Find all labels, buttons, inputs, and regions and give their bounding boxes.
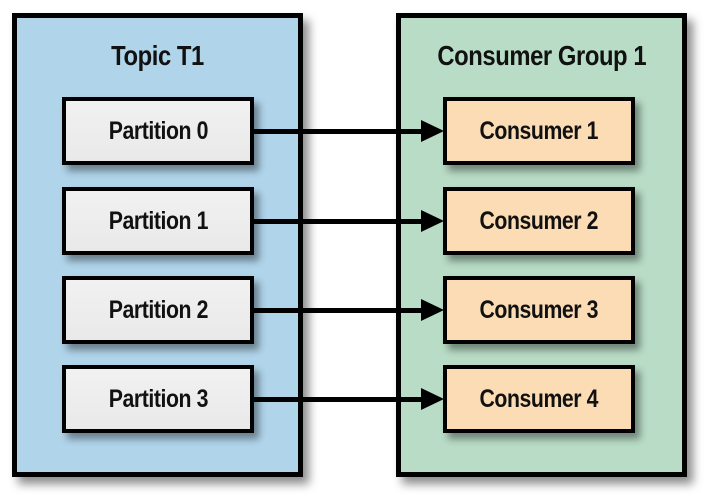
partition-1-box: Partition 1 bbox=[62, 187, 254, 255]
consumer-4-box: Consumer 4 bbox=[443, 365, 635, 433]
partition-0-box: Partition 0 bbox=[62, 97, 254, 165]
partition-2-label: Partition 2 bbox=[108, 295, 208, 324]
consumer-1-label: Consumer 1 bbox=[479, 116, 599, 145]
arrow-shaft bbox=[254, 219, 426, 224]
partition-1-label: Partition 1 bbox=[108, 206, 208, 235]
partition-3-box: Partition 3 bbox=[62, 365, 254, 433]
arrow-head-icon bbox=[421, 210, 444, 232]
arrow-shaft bbox=[254, 397, 426, 402]
partition-3-label: Partition 3 bbox=[108, 384, 208, 413]
consumer-group-title-text: Consumer Group 1 bbox=[437, 40, 646, 71]
arrow-shaft bbox=[254, 129, 426, 134]
topic-title-text: Topic T1 bbox=[111, 40, 204, 71]
consumer-3-box: Consumer 3 bbox=[443, 276, 635, 344]
consumer-1-box: Consumer 1 bbox=[443, 97, 635, 165]
arrow-shaft bbox=[254, 308, 426, 313]
consumer-3-label: Consumer 3 bbox=[479, 295, 599, 324]
arrow-head-icon bbox=[421, 299, 444, 321]
arrow-head-icon bbox=[421, 388, 444, 410]
partition-0-label: Partition 0 bbox=[108, 116, 208, 145]
consumer-4-label: Consumer 4 bbox=[479, 384, 599, 413]
arrow-head-icon bbox=[421, 120, 444, 142]
consumer-2-label: Consumer 2 bbox=[479, 206, 599, 235]
consumer-group-title: Consumer Group 1 bbox=[401, 40, 682, 72]
partition-2-box: Partition 2 bbox=[62, 276, 254, 344]
consumer-2-box: Consumer 2 bbox=[443, 187, 635, 255]
topic-title: Topic T1 bbox=[17, 40, 298, 72]
